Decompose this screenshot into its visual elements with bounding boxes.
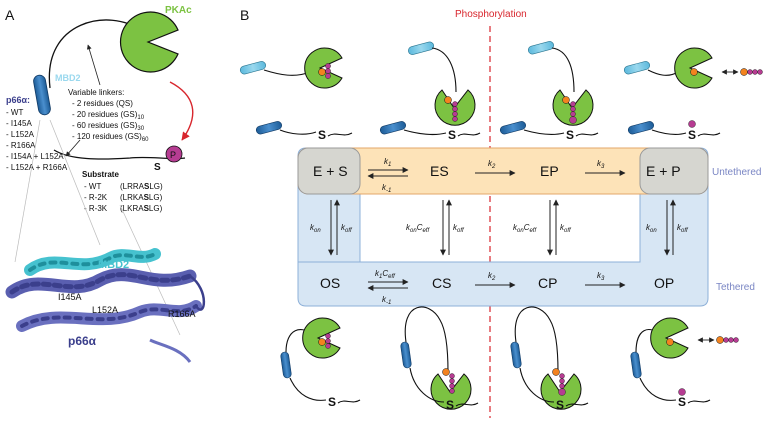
structure-p66a-label: p66α [68, 334, 97, 348]
svg-text:S: S [678, 395, 686, 409]
rate-label-koff: koff [677, 223, 689, 234]
mutation-r166a: R166A [168, 309, 196, 319]
p66a-variant: - WT [6, 108, 23, 117]
rate-label-konceff: konCeff [406, 223, 430, 234]
mutation-i145a: I145A [58, 292, 82, 302]
linker-list: - 2 residues (QS) - 20 residues (GS)10 -… [72, 99, 149, 143]
untethered-label: Untethered [712, 167, 761, 178]
vertical-arrows [328, 199, 676, 256]
structure-mbd2-label: MBD2 [98, 259, 129, 271]
rate-label-koff: koff [560, 223, 572, 234]
rate-label-k2-top: k2 [488, 159, 496, 170]
substrate-letter: S [154, 162, 161, 173]
p66a-variant: - R166A [6, 141, 36, 150]
panel-b-label: B [240, 7, 249, 23]
linker-tail [53, 149, 186, 160]
rate-label-k1ceff: k1Ceff [375, 269, 396, 280]
p66a-variant-list: - WT - I145A - L152A - R166A - I154A + L… [6, 108, 68, 172]
substrate-item: - WT(LRRASLG) [84, 182, 163, 191]
state-os: OS [320, 275, 340, 291]
pkac-enzyme-shape [119, 11, 179, 73]
svg-text:S: S [318, 128, 326, 142]
tethered-label: Tethered [716, 282, 755, 293]
substrate-item: - R-2K(LRKASLG) [84, 193, 163, 202]
rate-label-k2-bottom: k2 [488, 271, 496, 282]
rate-label-k1: k1 [384, 157, 391, 168]
p66a-variant: - I145A [6, 119, 32, 128]
state-ep: EP [540, 163, 559, 179]
state-cp: CP [538, 275, 557, 291]
substrate-list: - WT(LRRASLG) - R-2K(LRKASLG) - R-3K(LKR… [84, 182, 163, 213]
svg-text:S: S [556, 398, 564, 412]
state-es: ES [430, 163, 449, 179]
rate-label-k3-bottom: k3 [597, 271, 605, 282]
panel-a-label: A [5, 7, 15, 23]
mutation-l152a: L152A [92, 305, 118, 315]
rate-label-k3-top: k3 [597, 159, 605, 170]
state-op: OP [654, 275, 674, 291]
linker-pointer-2 [65, 139, 81, 157]
svg-text:S: S [328, 395, 336, 409]
phospho-badge [165, 145, 183, 163]
cartoon-es: S [379, 41, 481, 142]
free-state-box-left [297, 147, 361, 195]
cartoon-os: S [280, 317, 361, 409]
rate-label-kon: kon [646, 223, 657, 234]
rate-label-koff: koff [453, 223, 465, 234]
pkac-label: PKAc [165, 5, 192, 16]
linkers-title: Variable linkers: [68, 88, 124, 97]
cartoon-ep: S [499, 41, 599, 142]
cartoon-cp: S [510, 306, 589, 412]
state-e-plus-p: E + P [646, 163, 681, 179]
cartoon-e-plus-s: S [239, 47, 353, 142]
svg-text:S: S [448, 128, 456, 142]
p66a-title: p66α: [6, 95, 30, 105]
svg-text:S: S [688, 128, 696, 142]
cartoon-cs: S [400, 306, 479, 412]
substrate-item: - R-3K(LKRASLG) [84, 204, 163, 213]
state-cs: CS [432, 275, 451, 291]
rate-label-kon: kon [310, 223, 321, 234]
phospho-arrow [169, 81, 194, 141]
rate-label-konceff: konCeff [513, 223, 537, 234]
projection-line [49, 119, 101, 246]
p66a-variant: - L152A + R166A [6, 163, 68, 172]
panel-b: B Phosphorylation Untethered Tethered E … [239, 7, 763, 418]
phosphorylation-label: Phosphorylation [455, 9, 527, 20]
p66a-variant: - L152A [6, 130, 35, 139]
linker-item: - 120 residues (GS)60 [72, 132, 149, 143]
free-state-box-right [639, 147, 709, 195]
rate-label-koff: koff [341, 223, 353, 234]
panel-a: A PKAc P S MBD2 p66α: - WT - I145A - L15… [5, 5, 206, 363]
linker-pointer-1 [86, 44, 101, 86]
phospho-badge-label: P [170, 150, 176, 160]
protein-structure [5, 248, 206, 363]
mbd2-helix [33, 74, 51, 116]
svg-text:S: S [446, 398, 454, 412]
svg-text:S: S [566, 128, 574, 142]
rate-label-k-1-bottom: k-1 [382, 295, 391, 306]
linker-item: - 60 residues (GS)30 [72, 121, 145, 132]
mbd2-label: MBD2 [55, 73, 81, 83]
cartoon-e-plus-p: S [623, 47, 763, 142]
linker-item: - 2 residues (QS) [72, 99, 133, 108]
state-e-plus-s: E + S [313, 163, 348, 179]
rate-label-k-1: k-1 [382, 183, 391, 194]
cartoon-op: S [630, 317, 739, 409]
substrate-title: Substrate [82, 170, 119, 179]
p66a-variant: - I154A + L152A [6, 152, 64, 161]
projection-line [14, 119, 41, 263]
linker-item: - 20 residues (GS)10 [72, 110, 145, 121]
